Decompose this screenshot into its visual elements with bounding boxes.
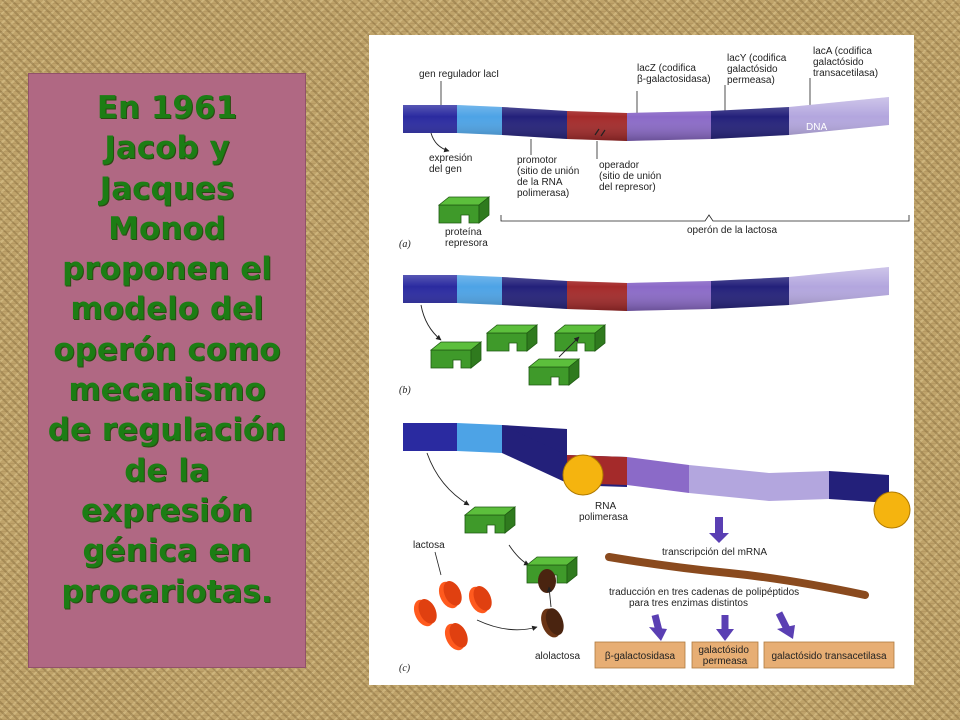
- leader-line: [434, 551, 442, 576]
- repressor-protein: [463, 506, 517, 534]
- label-rna-polymerase: RNA polimerasa: [579, 501, 628, 523]
- svg-text:galactósido transacetilasa: galactósido transacetilasa: [771, 651, 887, 662]
- svg-text:galactósido permeasa: galactósido permeasa: [698, 645, 751, 667]
- expression-arrow: [426, 452, 470, 506]
- panel-letter-b: (b): [399, 385, 411, 396]
- label-transcription: transcripción del mRNA: [662, 547, 767, 558]
- dna-strand: [403, 423, 889, 503]
- rna-polymerase: [873, 491, 911, 529]
- translation-arrow-head: [649, 627, 667, 641]
- label-promoter: promotor (sitio de unión de la RNA polim…: [517, 155, 582, 199]
- repressor-protein: [553, 324, 607, 352]
- translation-arrow-head: [777, 625, 795, 639]
- repressor-protein: [485, 324, 539, 352]
- repressor-protein: [437, 196, 491, 224]
- svg-text:β-galactosidasa: β-galactosidasa: [605, 651, 676, 662]
- expression-arrow: [430, 132, 450, 153]
- operon-bracket: [500, 214, 910, 222]
- label-allolactose: alolactosa: [535, 651, 580, 662]
- translation-arrow: [775, 611, 791, 631]
- label-operator: operador (sitio de unión del represor): [599, 160, 664, 193]
- panel-letter-a: (a): [399, 239, 411, 250]
- label-translation: traducción en tres cadenas de polipéptid…: [609, 587, 802, 609]
- enzyme-box-transacetylase: galactósido transacetilasa: [763, 641, 895, 669]
- transcription-arrow-head: [709, 533, 729, 543]
- binding-arrow: [508, 544, 530, 566]
- rna-polymerase: [562, 454, 604, 496]
- label-lacz: lacZ (codifica β-galactosidasa): [637, 63, 711, 85]
- dna-strand: [403, 267, 889, 311]
- repressor-protein: [527, 358, 581, 386]
- label-gene-expression: expresión del gen: [429, 153, 475, 175]
- panel-letter-c: (c): [399, 663, 411, 674]
- repressor-allolactose-complex: [525, 556, 579, 593]
- label-lac-operon: operón de la lactosa: [687, 225, 778, 236]
- allolactose-molecule: [541, 608, 564, 638]
- label-laca: lacA (codifica galactósido transacetilas…: [813, 46, 878, 79]
- mrna-strand: [605, 553, 869, 599]
- dna-shading: [403, 97, 889, 141]
- repressor-protein: [429, 341, 483, 369]
- panel-a: gen regulador lacI lacZ (codifica β-gala…: [399, 46, 910, 250]
- conversion-arrow: [476, 619, 538, 631]
- label-lactose: lactosa: [413, 540, 445, 551]
- dna-strand: [403, 97, 889, 141]
- enzyme-box-permease: galactósido permeasa: [691, 641, 759, 669]
- operon-figure: gen regulador lacI lacZ (codifica β-gala…: [369, 35, 914, 685]
- panel-c: RNA polimerasa lactosa: [399, 423, 911, 674]
- operator-mark: [594, 128, 606, 137]
- label-lacy: lacY (codifica galactósido permeasa): [727, 53, 789, 86]
- label-dna: DNA: [806, 122, 827, 133]
- enzyme-box-beta-galactosidase: β-galactosidasa: [594, 641, 686, 669]
- operon-diagram-svg: gen regulador lacI lacZ (codifica β-gala…: [399, 46, 911, 674]
- translation-arrow-head: [716, 629, 734, 641]
- slide-text: En 1961 Jacob y Jacques Monod proponen e…: [47, 90, 287, 610]
- binding-arrow: [546, 586, 553, 608]
- panel-b: (b): [399, 267, 889, 396]
- binding-arrow: [558, 336, 580, 358]
- expression-arrow: [420, 304, 442, 341]
- label-repressor: proteína represora: [445, 227, 488, 249]
- lactose-molecules: [413, 581, 492, 651]
- label-regulator-gene: gen regulador lacI: [419, 69, 499, 80]
- title-panel: [28, 73, 306, 668]
